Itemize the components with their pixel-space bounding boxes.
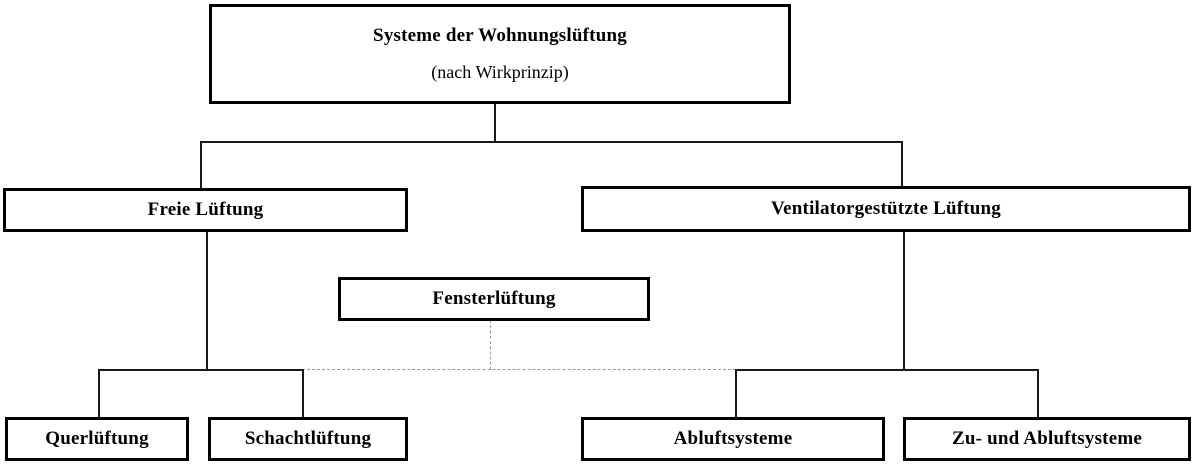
connector-fensterlueftung-horizontal-dotted	[302, 369, 736, 370]
connector-root-to-ventilatorgestuetzte-lueftung	[901, 141, 903, 187]
node-root-title: Systeme der Wohnungslüftung	[373, 24, 627, 46]
node-schachtlueftung[interactable]: Schachtlüftung	[208, 417, 408, 461]
connector-level1-horizontal-bar	[200, 141, 903, 143]
node-querlueftung-label: Querlüftung	[45, 427, 149, 449]
connector-to-schachtlueftung	[302, 369, 304, 418]
connector-ventilatorgestuetzte-lueftung-stem	[903, 231, 905, 371]
connector-right-horizontal-bar	[735, 369, 1039, 371]
connector-left-horizontal-bar	[98, 369, 304, 371]
node-ventilatorgestuetzte-lueftung[interactable]: Ventilatorgestützte Lüftung	[581, 186, 1191, 232]
node-fensterlueftung[interactable]: Fensterlüftung	[338, 277, 650, 321]
node-freie-lueftung-label: Freie Lüftung	[147, 198, 264, 220]
connector-root-stem	[494, 103, 496, 143]
connector-root-to-freie-lueftung	[200, 141, 202, 189]
connector-to-abluftsysteme	[735, 369, 737, 418]
node-abluftsysteme[interactable]: Abluftsysteme	[581, 417, 885, 461]
node-schachtlueftung-label: Schachtlüftung	[244, 427, 372, 449]
node-zu-und-abluftsysteme-label: Zu- und Abluftsysteme	[951, 427, 1143, 449]
node-ventilatorgestuetzte-lueftung-label: Ventilatorgestützte Lüftung	[770, 197, 1002, 219]
connector-freie-lueftung-stem	[206, 231, 208, 371]
node-fensterlueftung-label: Fensterlüftung	[432, 287, 556, 309]
connector-fensterlueftung-stem-dotted	[490, 320, 491, 370]
node-querlueftung[interactable]: Querlüftung	[5, 417, 189, 461]
node-zu-und-abluftsysteme[interactable]: Zu- und Abluftsysteme	[903, 417, 1191, 461]
node-abluftsysteme-label: Abluftsysteme	[673, 427, 793, 449]
node-freie-lueftung[interactable]: Freie Lüftung	[3, 188, 408, 232]
node-root-subtitle: (nach Wirkprinzip)	[431, 61, 569, 82]
connector-to-querlueftung	[98, 369, 100, 418]
connector-to-zu-und-abluftsysteme	[1037, 369, 1039, 418]
node-systeme-der-wohnungslueftung[interactable]: Systeme der Wohnungslüftung (nach Wirkpr…	[209, 4, 791, 104]
